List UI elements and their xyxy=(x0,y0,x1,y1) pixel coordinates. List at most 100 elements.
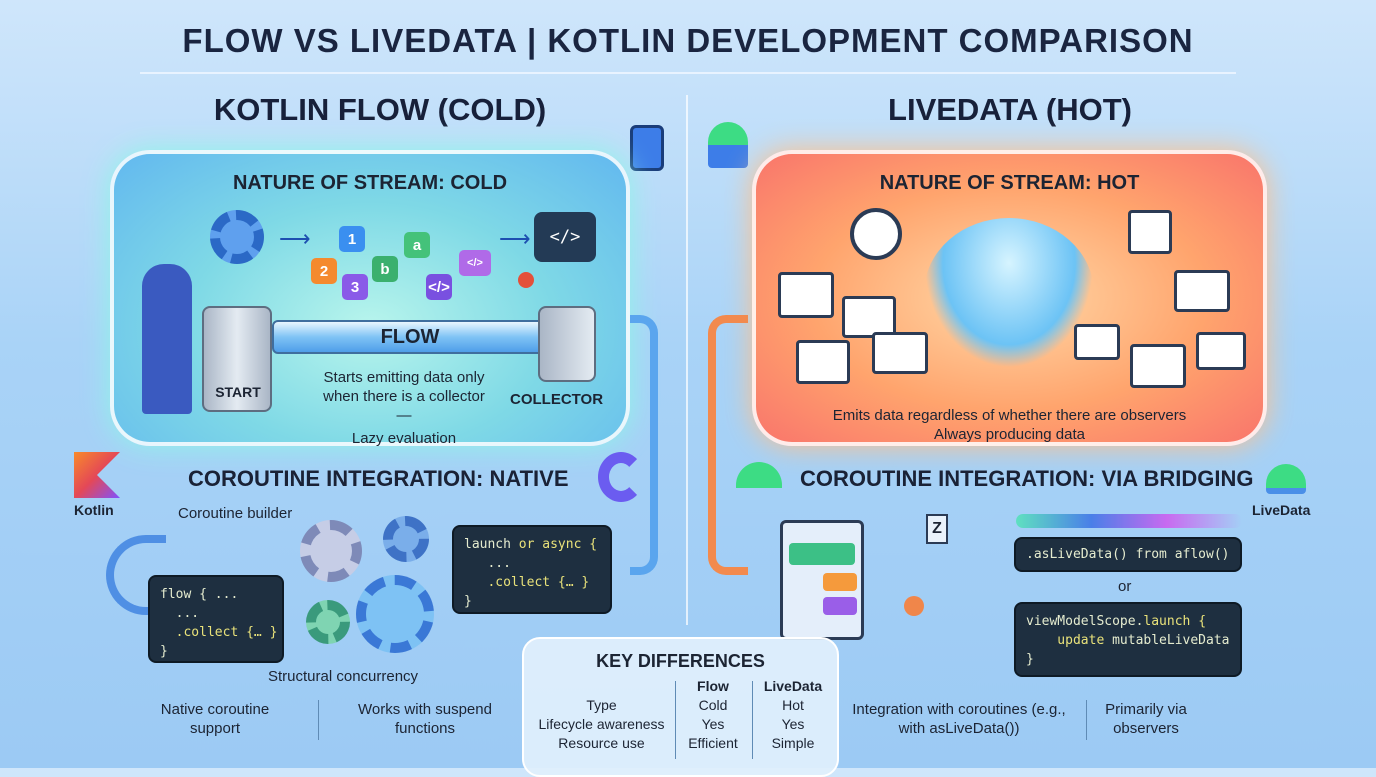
viewmodelscope-code-block: viewModelScope.launch { update mutableLi… xyxy=(1014,602,1242,677)
kotlin-logo-icon xyxy=(74,452,120,498)
code-token: viewModelScope. xyxy=(1026,614,1144,629)
chart-window-icon xyxy=(1128,210,1172,254)
gear-icon xyxy=(306,600,350,644)
desc-line: Starts emitting data only xyxy=(323,369,485,386)
hot-panel-title: NATURE OF STREAM: HOT xyxy=(879,172,1140,194)
key-differences-title: KEY DIFFERENCES xyxy=(596,651,765,671)
data-stream-bar xyxy=(1016,514,1242,528)
column-separator xyxy=(752,681,753,759)
code-line: flow { ... xyxy=(160,587,239,602)
search-window-icon xyxy=(1130,344,1186,388)
livedata-value: Hot xyxy=(782,697,804,713)
monitor-icon xyxy=(872,332,928,374)
orange-block xyxy=(823,573,857,591)
z-document-icon: Z xyxy=(926,514,948,544)
flow-connector-arrow xyxy=(630,315,658,575)
flow-heading: KOTLIN FLOW (COLD) xyxy=(213,92,547,127)
code-line: } xyxy=(464,594,472,609)
hot-description: Emits data regardless of whether there a… xyxy=(756,406,1263,444)
kotlin-label: Kotlin xyxy=(74,502,114,518)
gear-icon xyxy=(356,575,434,653)
livedata-column: LiveData Hot Yes Simple xyxy=(756,677,830,753)
code-token: update xyxy=(1026,633,1113,648)
code-line: } xyxy=(1026,652,1034,667)
livedata-value: Yes xyxy=(781,716,805,732)
flow-pipe: FLOW xyxy=(272,320,548,354)
code-token: launch xyxy=(464,537,519,552)
data-chip: 1 xyxy=(339,226,365,252)
key-differences-table: KEY DIFFERENCES Type Lifecycle awareness… xyxy=(522,637,839,777)
android-studio-icon xyxy=(708,122,748,168)
livedata-connector-arrow xyxy=(708,315,748,575)
launch-code-block: launch or async { ... .collect {… }} xyxy=(452,525,612,614)
window-icon xyxy=(1174,270,1230,312)
page-title: FLOW VS LIVEDATA | KOTLIN DEVELOPMENT CO… xyxy=(182,22,1194,59)
feature-native-support: Native coroutine support xyxy=(160,701,270,737)
code-line: .collect {… } xyxy=(160,625,278,640)
data-chip: a xyxy=(404,232,430,258)
livedata-label: LiveData xyxy=(1252,502,1311,518)
native-section-title: COROUTINE INTEGRATION: NATIVE xyxy=(188,466,569,491)
title-underline xyxy=(140,72,1236,74)
or-label: or xyxy=(1118,578,1132,595)
green-block xyxy=(789,543,855,565)
livedata-value: Simple xyxy=(771,735,815,751)
play-gear-icon xyxy=(210,210,264,264)
android-icon xyxy=(1266,464,1306,494)
livedata-column-header: LiveData xyxy=(763,678,823,694)
column-separator xyxy=(675,681,676,759)
search-window-icon xyxy=(1074,324,1120,360)
app-window-icon xyxy=(780,520,864,640)
lever-knob[interactable] xyxy=(518,272,534,288)
row-label-resource: Resource use xyxy=(558,735,645,751)
code-line: ... xyxy=(160,606,200,621)
monitor-icon xyxy=(842,296,896,338)
code-line: .collect {… } xyxy=(464,575,590,590)
junction-node xyxy=(904,596,924,616)
code-icon: </> xyxy=(534,212,596,262)
cold-description: Starts emitting data only when there is … xyxy=(284,368,524,448)
feature-suspend-functions: Works with suspend functions xyxy=(358,701,492,737)
start-label: START xyxy=(215,384,261,400)
data-chip: </> xyxy=(426,274,452,300)
cold-panel-title: NATURE OF STREAM: COLD xyxy=(232,172,508,194)
data-chip: b xyxy=(372,256,398,282)
desc-line: when there is a collector xyxy=(323,388,485,405)
code-token: mutableLiveData xyxy=(1112,633,1230,648)
flow-value: Cold xyxy=(698,697,728,713)
code-line: } xyxy=(160,644,168,659)
phone-icon xyxy=(630,125,664,171)
livedata-heading: LIVEDATA (HOT) xyxy=(888,92,1132,127)
monitor-icon xyxy=(778,272,834,318)
cycle-arrow-icon xyxy=(106,535,166,615)
data-chip: 3 xyxy=(342,274,368,300)
code-line: ... xyxy=(464,556,511,571)
row-label-type: Type xyxy=(586,697,617,713)
code-token: or async { xyxy=(518,537,598,552)
cold-stream-panel: NATURE OF STREAM: COLD ⟶ 1 a 2 3 b </> <… xyxy=(110,150,630,448)
fountain-illustration xyxy=(924,218,1094,368)
developer-figure xyxy=(142,264,192,414)
flow-value: Efficient xyxy=(688,735,738,751)
aslivedata-code-block: .asLiveData() from aflow() xyxy=(1014,537,1242,572)
feature-coroutine-integration: Integration with coroutines (e.g., with … xyxy=(852,701,1066,737)
arrow-icon: ⟶ xyxy=(279,226,311,251)
collector-lever[interactable] xyxy=(538,306,596,382)
monitor-icon xyxy=(796,340,850,384)
star-window-icon xyxy=(1196,332,1246,370)
desc-line: Always producing data xyxy=(934,426,1085,443)
row-labels: Type Lifecycle awareness Resource use xyxy=(534,696,669,753)
gear-icon xyxy=(300,520,362,582)
feature-separator xyxy=(318,700,319,740)
flow-code-block: flow { ... ... .collect {… }} xyxy=(148,575,284,663)
bridging-section-title: COROUTINE INTEGRATION: VIA BRIDGING xyxy=(800,466,1254,491)
structural-concurrency-label: Structural concurrency xyxy=(268,668,419,685)
purple-block xyxy=(823,597,857,615)
collector-label: COLLECTOR xyxy=(510,391,604,408)
code-token: launch { xyxy=(1143,614,1207,629)
feature-separator xyxy=(1086,700,1087,740)
gear-icon xyxy=(383,516,429,562)
desc-line: Emits data regardless of whether there a… xyxy=(832,407,1187,424)
hot-stream-panel: NATURE OF STREAM: HOT Emits data regardl… xyxy=(752,150,1267,446)
flow-column-header: Flow xyxy=(697,678,729,694)
